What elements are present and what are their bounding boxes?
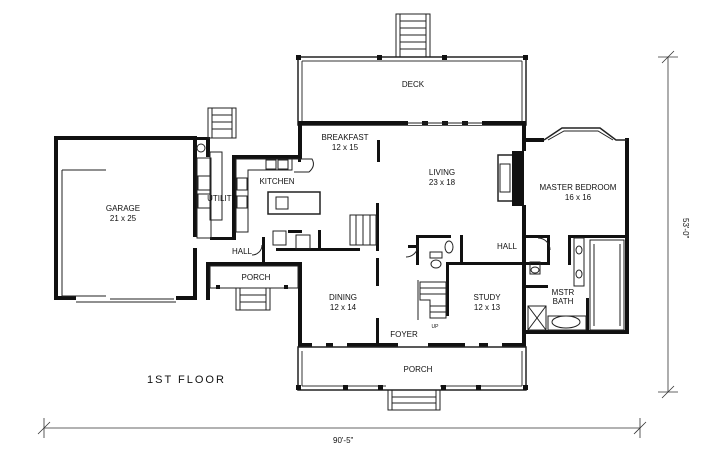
utility-label: UTILITY (207, 194, 237, 203)
master-bath-fixtures (527, 237, 625, 331)
floor-title: 1ST FLOOR (147, 374, 226, 386)
breakfast-label: BREAKFAST (321, 133, 368, 142)
fireplace (497, 151, 524, 206)
master-bay-window (543, 127, 627, 141)
side-porch-label: PORCH (242, 273, 271, 282)
interior-walls (210, 140, 628, 346)
master-bedroom-size: 16 x 16 (565, 193, 592, 202)
kitchen-label: KITCHEN (259, 177, 294, 186)
depth-dimension: 53'-0" (681, 218, 690, 239)
deck (296, 13, 528, 126)
master-bath-label-2: BATH (553, 297, 574, 306)
dimension-lines (37, 50, 678, 438)
kitchen-fixtures (235, 158, 321, 250)
study-label: STUDY (473, 293, 501, 302)
master-bedroom-label: MASTER BEDROOM (540, 183, 617, 192)
hall-left-label: HALL (232, 247, 253, 256)
front-porch (296, 346, 528, 411)
foyer-stairs (417, 280, 447, 320)
door-swings (251, 237, 551, 258)
living-label: LIVING (429, 168, 455, 177)
foyer-label: FOYER (390, 330, 418, 339)
study-size: 12 x 13 (474, 303, 501, 312)
garage-fixtures (61, 169, 176, 303)
deck-label: DECK (402, 80, 425, 89)
garage-label: GARAGE (106, 204, 140, 213)
living-size: 23 x 18 (429, 178, 456, 187)
utility-fixtures (196, 107, 237, 239)
powder-room (429, 240, 454, 269)
front-porch-label: PORCH (404, 365, 433, 374)
windows (312, 121, 502, 347)
width-dimension: 90'-5" (333, 436, 354, 445)
dining-label: DINING (329, 293, 357, 302)
hall-right-label: HALL (497, 242, 518, 251)
garage-size: 21 x 25 (110, 214, 137, 223)
breakfast-size: 12 x 15 (332, 143, 359, 152)
exterior-walls (54, 121, 629, 347)
side-porch (209, 265, 299, 311)
stair-up-label: UP (432, 324, 440, 330)
room-labels: DECK BREAKFAST 12 x 15 LIVING 23 x 18 MA… (106, 80, 617, 374)
dining-size: 12 x 14 (330, 303, 357, 312)
master-bath-label-1: MSTR (552, 288, 575, 297)
